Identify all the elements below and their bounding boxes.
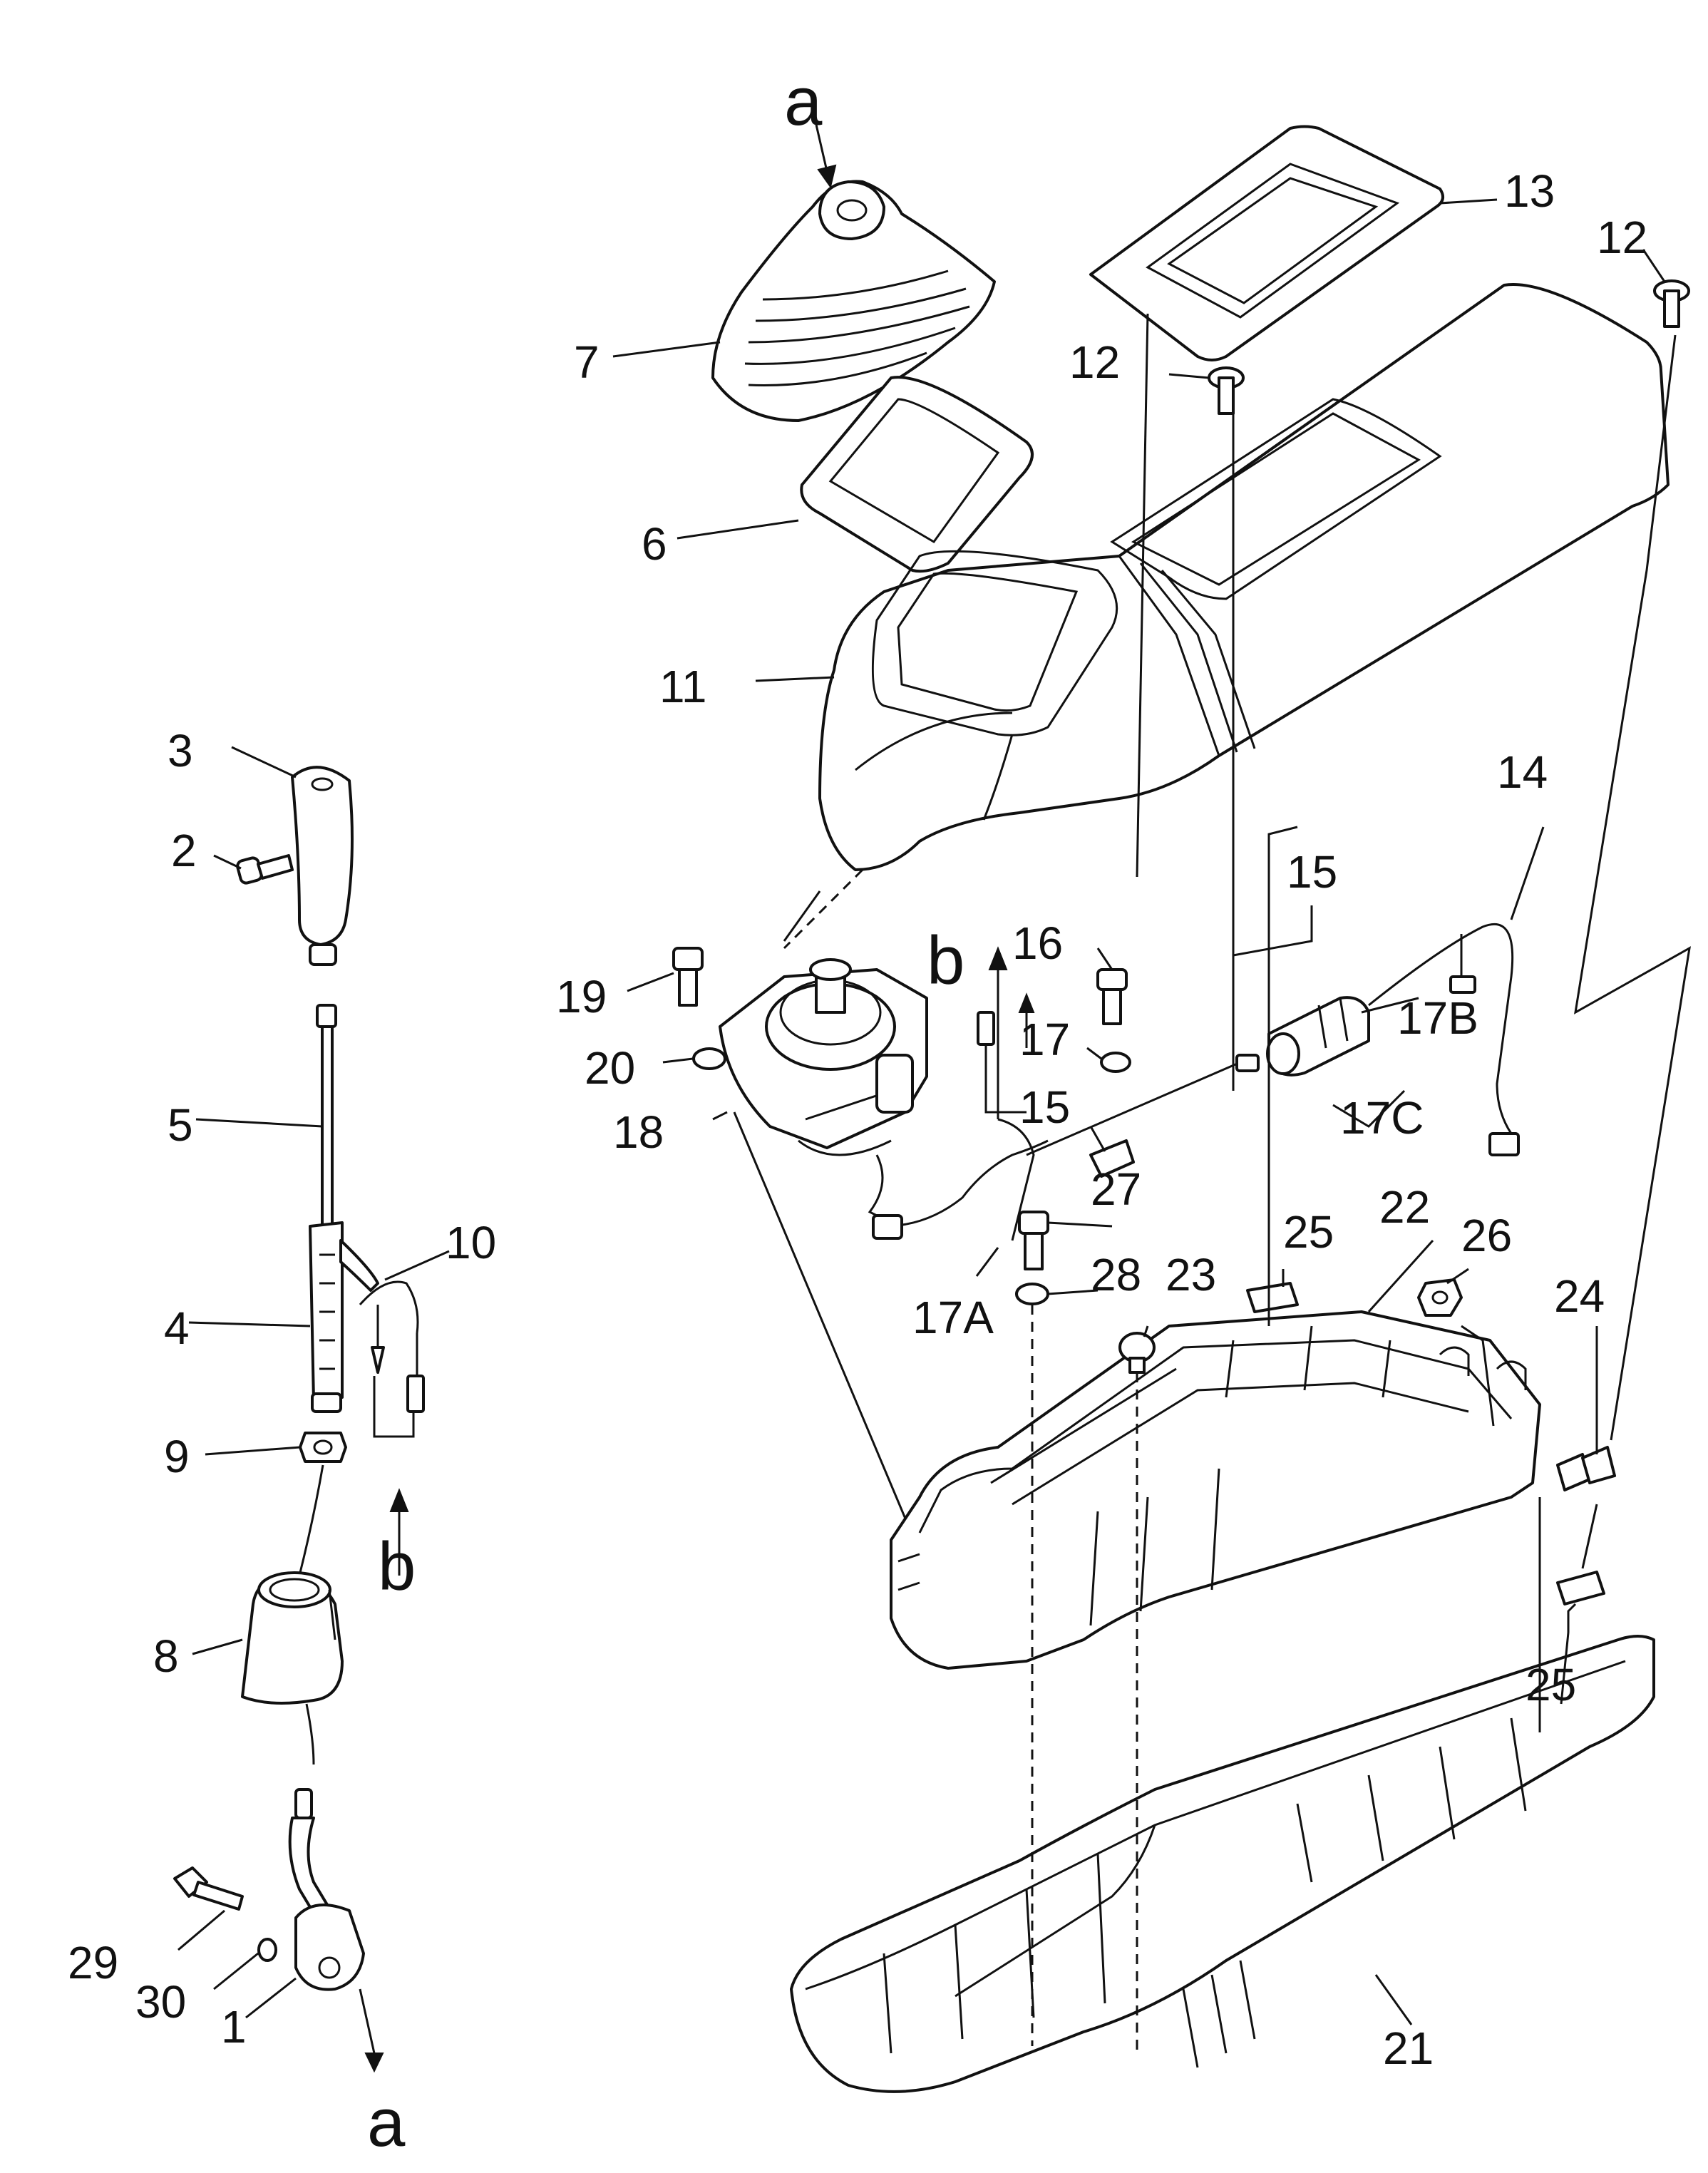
label-17: 17 xyxy=(1019,1014,1070,1065)
label-17B: 17B xyxy=(1397,992,1478,1044)
part-2-screw xyxy=(236,854,294,885)
part-30-washer xyxy=(257,1938,277,1962)
part-25-clip-top xyxy=(1246,1282,1299,1313)
part-27-bolt xyxy=(1018,1211,1049,1270)
label-a-bottom: a xyxy=(367,2085,406,2161)
part-13-cover xyxy=(1089,125,1444,361)
label-8: 8 xyxy=(153,1630,179,1682)
label-22: 22 xyxy=(1379,1181,1430,1233)
part-6-frame xyxy=(800,376,1034,573)
part-23-plug xyxy=(1118,1332,1156,1374)
part-17B-solenoid xyxy=(1235,996,1370,1077)
label-18: 18 xyxy=(613,1106,664,1158)
part-24-bolt xyxy=(1556,1446,1616,1491)
part-14-harness xyxy=(1368,923,1520,1156)
part-8-boot xyxy=(241,1571,344,1705)
label-13: 13 xyxy=(1504,165,1555,217)
label-12-mid: 12 xyxy=(1069,337,1120,388)
part-25-clip-bottom xyxy=(1556,1571,1605,1606)
part-4-lever-grip xyxy=(309,1221,379,1413)
label-20: 20 xyxy=(585,1042,635,1094)
part-29-bolt xyxy=(173,1866,244,1911)
part-19-bolt xyxy=(672,947,704,1007)
label-25-top: 25 xyxy=(1283,1206,1334,1258)
label-1: 1 xyxy=(221,2001,247,2053)
part-12-screw-mid xyxy=(1208,366,1245,415)
label-11: 11 xyxy=(659,661,706,712)
label-b-low: b xyxy=(378,1529,416,1605)
label-10: 10 xyxy=(446,1217,496,1268)
label-3: 3 xyxy=(168,725,193,776)
label-4: 4 xyxy=(164,1303,190,1354)
label-15-top: 15 xyxy=(1287,846,1337,898)
part-7-boot xyxy=(711,180,996,422)
part-17A-cable xyxy=(872,1061,1241,1241)
label-15-mid: 15 xyxy=(1019,1082,1070,1133)
label-12-right: 12 xyxy=(1597,212,1647,263)
label-19: 19 xyxy=(556,971,607,1022)
label-14: 14 xyxy=(1497,746,1548,798)
part-17-washer xyxy=(1100,1052,1131,1073)
label-b-mid: b xyxy=(927,923,964,999)
label-9: 9 xyxy=(164,1431,190,1482)
label-17A: 17A xyxy=(912,1292,994,1343)
label-7: 7 xyxy=(574,337,600,388)
part-22-frame xyxy=(890,1310,1541,1670)
label-24: 24 xyxy=(1554,1270,1605,1322)
label-30: 30 xyxy=(135,1976,186,2028)
label-23: 23 xyxy=(1166,1249,1216,1300)
label-29: 29 xyxy=(68,1937,118,1988)
part-10-switch-clip xyxy=(359,1280,425,1438)
label-21: 21 xyxy=(1383,2023,1434,2074)
part-5-lever-rod xyxy=(316,1004,337,1228)
label-16: 16 xyxy=(1012,918,1063,969)
part-3-shift-knob xyxy=(291,766,354,966)
part-9-nut xyxy=(299,1432,347,1463)
part-16-bolt xyxy=(1096,968,1128,1025)
part-18-lever-base xyxy=(719,958,928,1228)
part-1-lever-arm xyxy=(288,1788,365,1991)
label-2: 2 xyxy=(171,825,197,876)
part-28-washer xyxy=(1015,1283,1049,1305)
label-6: 6 xyxy=(642,518,667,570)
label-27: 27 xyxy=(1091,1163,1141,1215)
label-a-top: a xyxy=(784,63,823,140)
label-28: 28 xyxy=(1091,1249,1141,1300)
label-5: 5 xyxy=(168,1099,193,1151)
label-25-bottom: 25 xyxy=(1526,1659,1576,1710)
label-26: 26 xyxy=(1461,1210,1512,1261)
part-12-screw-right xyxy=(1653,279,1690,328)
part-21-bottom-tray xyxy=(790,1635,1655,2093)
part-20-washer xyxy=(692,1047,726,1070)
part-15-clip xyxy=(1089,1139,1135,1178)
part-26-nut xyxy=(1417,1278,1463,1317)
label-17C: 17C xyxy=(1340,1092,1424,1144)
part-11-console-cover xyxy=(818,283,1670,871)
